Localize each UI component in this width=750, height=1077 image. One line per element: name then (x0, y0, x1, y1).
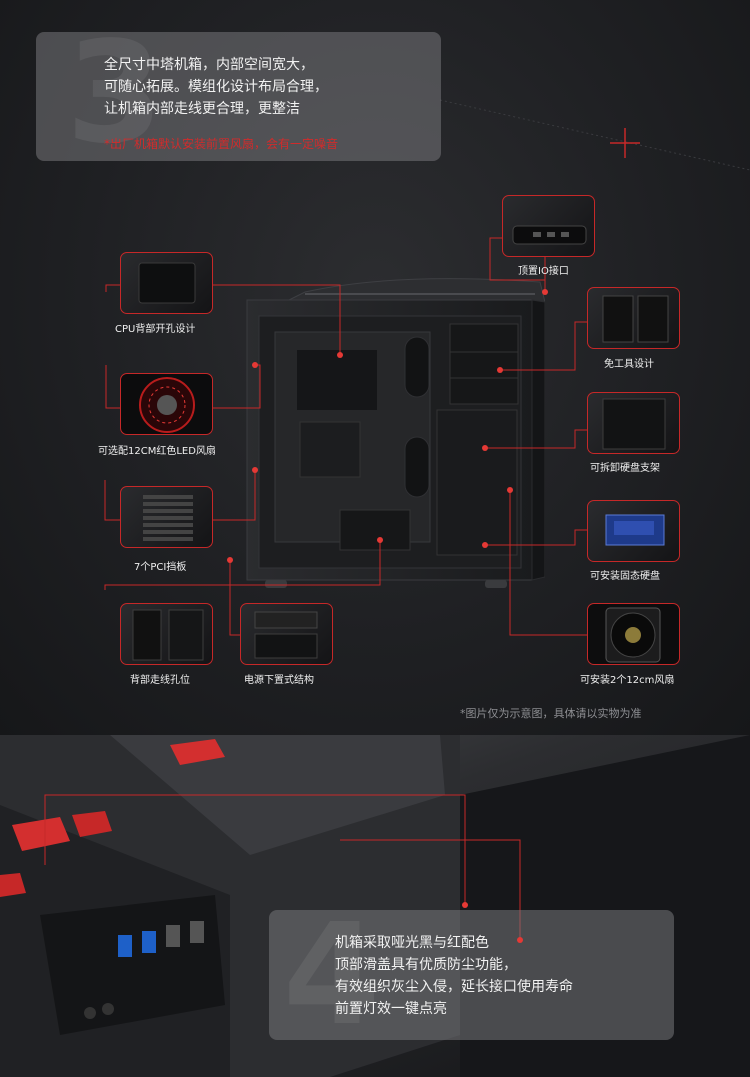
label-ssd: 可安装固态硬盘 (590, 571, 660, 582)
callout-dot-left (462, 902, 468, 908)
feature-overview-section: 3 全尺寸中塔机箱，内部空间宽大， 可随心拓展。模组化设计布局合理， 让机箱内部… (0, 0, 750, 735)
case-side-view (246, 278, 545, 588)
thumb-120mm-fan (587, 603, 680, 665)
fan-noise-note: *出厂机箱默认安装前置风扇，会有一定噪音 (104, 137, 339, 151)
thumb-io-ports (502, 195, 595, 257)
closeup-line-4: 前置灯效一键点亮 (335, 1001, 447, 1017)
thumb-ssd (587, 500, 680, 562)
label-led-fan: 可选配12CM红色LED风扇 (98, 446, 216, 457)
label-cable-holes: 背部走线孔位 (130, 675, 190, 686)
closeup-line-1: 机箱采取哑光黑与红配色 (335, 935, 489, 951)
thumb-cpu-cutout (120, 252, 213, 314)
callout-lines (104, 237, 590, 636)
top-panel-closeup-section: 4 机箱采取哑光黑与红配色 顶部滑盖具有优质防尘功能， 有效组织灰尘入侵，延长接… (0, 735, 750, 1077)
thumb-led-fan (120, 373, 213, 435)
label-cpu-cutout: CPU背部开孔设计 (115, 324, 196, 335)
section-number: 3 (66, 12, 164, 175)
closeup-section-number: 4 (283, 894, 381, 1057)
intro-line-2: 可随心拓展。模组化设计布局合理， (104, 79, 328, 95)
thumb-toolless (587, 287, 680, 349)
label-hdd-cage: 可拆卸硬盘支架 (590, 463, 660, 474)
thumb-pci-slots (120, 486, 213, 548)
label-psu-bottom: 电源下置式结构 (244, 675, 314, 686)
thumb-hdd-cage (587, 392, 680, 454)
intro-line-3: 让机箱内部走线更合理，更整洁 (104, 101, 300, 117)
intro-panel: 3 全尺寸中塔机箱，内部空间宽大， 可随心拓展。模组化设计布局合理， 让机箱内部… (36, 24, 441, 164)
callout-dot-right (517, 937, 523, 943)
label-toolless: 免工具设计 (604, 359, 654, 370)
closeup-line-2: 顶部滑盖具有优质防尘功能， (335, 957, 517, 973)
label-io-ports: 顶置IO接口 (518, 266, 569, 277)
closeup-info-panel: 4 机箱采取哑光黑与红配色 顶部滑盖具有优质防尘功能， 有效组织灰尘入侵，延长接… (269, 906, 674, 1046)
thumb-cable-holes (120, 603, 213, 665)
intro-line-1: 全尺寸中塔机箱，内部空间宽大， (104, 57, 314, 73)
label-pci-slots: 7个PCI挡板 (134, 562, 187, 573)
decorative-lines (439, 99, 750, 171)
thumb-psu-bottom (240, 603, 333, 665)
closeup-line-3: 有效组织灰尘入侵，延长接口使用寿命 (335, 979, 573, 995)
image-disclaimer: *图片仅为示意图，具体请以实物为准 (460, 707, 642, 720)
label-120mm-fan: 可安装2个12cm风扇 (580, 675, 675, 686)
